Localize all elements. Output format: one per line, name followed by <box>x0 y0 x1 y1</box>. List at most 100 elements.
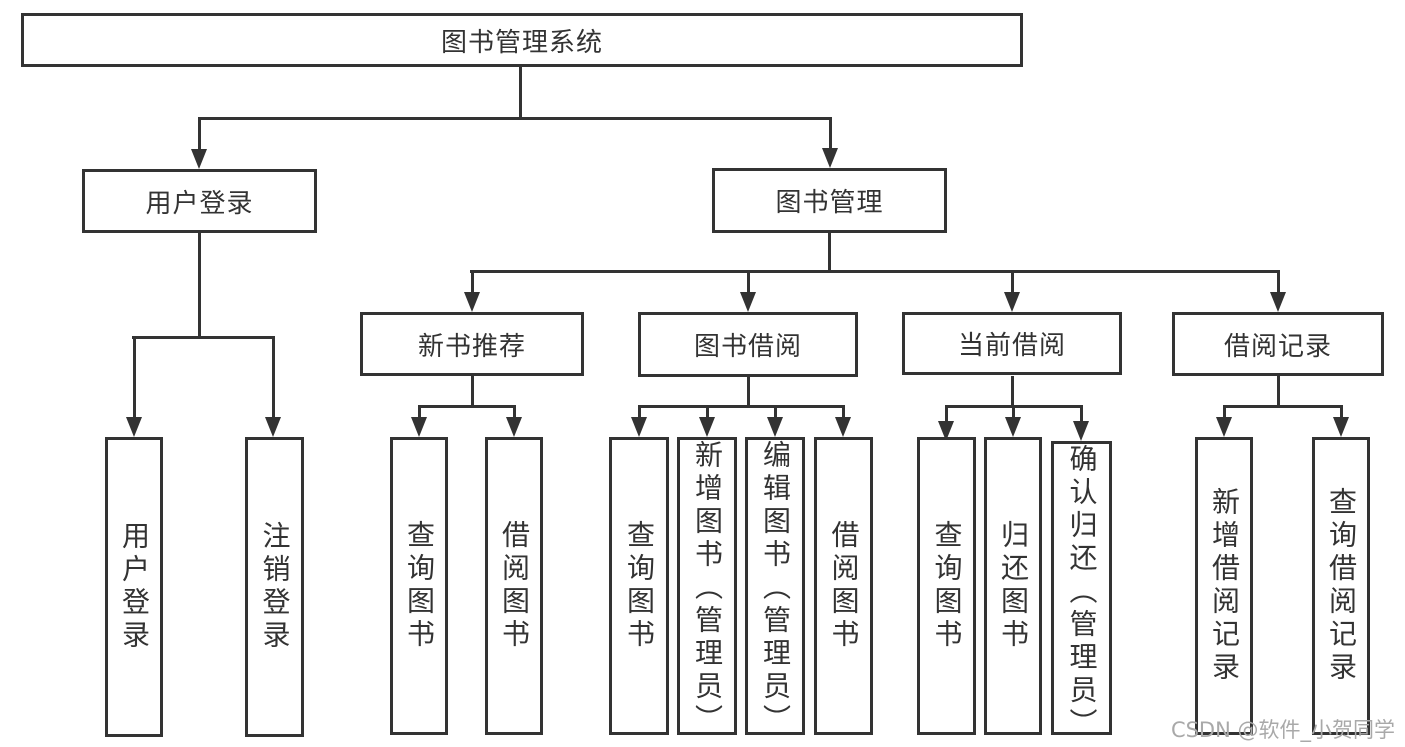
arrow-shaft <box>1079 407 1083 423</box>
node-label-leaf-add-borrow-record: 新增借阅记录 <box>1208 487 1241 685</box>
arrowhead-icon <box>506 417 522 437</box>
arrow-down <box>1270 272 1286 312</box>
node-leaf-query-book-rec: 查询图书 <box>390 437 448 735</box>
arrowhead-icon <box>740 292 756 312</box>
arrowhead-icon <box>265 417 281 437</box>
connector-line <box>418 405 516 408</box>
arrowhead-icon <box>1004 292 1020 312</box>
arrow-shaft <box>470 272 474 294</box>
node-leaf-add-borrow-record: 新增借阅记录 <box>1195 437 1253 735</box>
node-leaf-query-book-borrow: 查询图书 <box>609 437 669 735</box>
node-new-book-rec: 新书推荐 <box>360 312 584 376</box>
connector-line <box>747 376 750 408</box>
node-leaf-edit-book: 编辑图书（管理员） <box>745 437 805 737</box>
arrow-down <box>835 407 851 437</box>
connector-line <box>1277 376 1280 408</box>
node-leaf-borrow-book-rec: 借阅图书 <box>485 437 543 735</box>
node-label-book-borrow: 图书借阅 <box>693 332 802 362</box>
node-label-leaf-confirm-return: 确认归还（管理员） <box>1065 444 1099 741</box>
arrowhead-icon <box>699 417 715 437</box>
arrow-down <box>126 338 142 437</box>
node-leaf-logout: 注销登录 <box>245 437 304 737</box>
arrow-shaft <box>132 338 136 419</box>
arrow-shaft <box>637 407 641 419</box>
node-leaf-return-book: 归还图书 <box>984 437 1042 735</box>
connector-line <box>638 405 845 408</box>
node-label-leaf-logout: 注销登录 <box>258 521 292 653</box>
node-user-login: 用户登录 <box>82 169 317 233</box>
arrow-shaft <box>828 119 832 150</box>
node-label-leaf-query-borrow-record: 查询借阅记录 <box>1325 487 1358 685</box>
arrowhead-icon <box>1073 421 1089 441</box>
arrowhead-icon <box>1005 417 1021 437</box>
arrowhead-icon <box>464 292 480 312</box>
connector-line <box>198 233 201 339</box>
connector-line <box>471 376 474 408</box>
arrow-shaft <box>271 338 275 419</box>
node-leaf-user-login: 用户登录 <box>105 437 163 737</box>
node-label-leaf-query-book-cur: 查询图书 <box>930 520 964 652</box>
node-leaf-add-book: 新增图书（管理员） <box>677 437 737 737</box>
node-label-leaf-query-book-borrow: 查询图书 <box>623 520 656 652</box>
node-label-leaf-query-book-rec: 查询图书 <box>403 520 436 652</box>
arrow-shaft <box>1010 272 1014 294</box>
connector-line <box>470 270 1280 273</box>
arrow-shaft <box>197 119 201 151</box>
node-label-book-mgmt: 图书管理 <box>775 188 884 218</box>
arrow-down <box>191 119 207 169</box>
arrowhead-icon <box>126 417 142 437</box>
connector-line <box>198 117 832 120</box>
arrow-shaft <box>841 407 845 419</box>
arrow-down <box>1073 407 1089 441</box>
node-label-current-borrow: 当前借阅 <box>957 331 1066 361</box>
arrow-down <box>699 407 715 437</box>
connector-line <box>828 233 831 273</box>
arrowhead-icon <box>631 417 647 437</box>
node-label-leaf-add-book: 新增图书（管理员） <box>691 440 724 737</box>
arrow-down <box>740 272 756 312</box>
arrow-shaft <box>944 407 948 423</box>
arrow-shaft <box>512 407 516 419</box>
arrowhead-icon <box>1270 292 1286 312</box>
node-label-user-login: 用户登录 <box>145 188 254 219</box>
arrow-down <box>265 338 281 437</box>
connector-line <box>945 405 1083 408</box>
node-borrow-records: 借阅记录 <box>1172 312 1384 376</box>
arrowhead-icon <box>822 148 838 168</box>
node-root: 图书管理系统 <box>21 13 1023 67</box>
node-leaf-borrow-book: 借阅图书 <box>814 437 873 735</box>
arrowhead-icon <box>767 417 783 437</box>
arrow-down <box>1333 407 1349 437</box>
node-label-leaf-borrow-book-rec: 借阅图书 <box>498 520 531 652</box>
arrow-shaft <box>746 272 750 294</box>
node-label-leaf-edit-book: 编辑图书（管理员） <box>759 440 792 737</box>
node-leaf-query-book-cur: 查询图书 <box>917 437 976 735</box>
arrow-shaft <box>417 407 421 419</box>
arrow-down <box>938 407 954 441</box>
node-label-leaf-user-login: 用户登录 <box>118 521 151 653</box>
arrow-down <box>767 407 783 437</box>
arrowhead-icon <box>835 417 851 437</box>
connector-line <box>1011 376 1014 408</box>
arrow-shaft <box>773 407 777 419</box>
arrowhead-icon <box>411 417 427 437</box>
node-book-borrow: 图书借阅 <box>638 312 858 377</box>
node-label-leaf-borrow-book: 借阅图书 <box>827 520 861 652</box>
arrow-shaft <box>705 407 709 419</box>
arrow-shaft <box>1222 407 1226 419</box>
arrow-shaft <box>1011 407 1015 419</box>
node-label-new-book-rec: 新书推荐 <box>417 331 526 362</box>
arrow-down <box>411 407 427 437</box>
node-label-borrow-records: 借阅记录 <box>1223 331 1332 362</box>
arrowhead-icon <box>1333 417 1349 437</box>
arrow-down <box>1005 407 1021 437</box>
node-book-mgmt: 图书管理 <box>712 168 947 233</box>
arrowhead-icon <box>1216 417 1232 437</box>
node-current-borrow: 当前借阅 <box>902 312 1122 375</box>
arrow-shaft <box>1339 407 1343 419</box>
arrow-down <box>1004 272 1020 312</box>
connector-line <box>132 336 275 339</box>
arrow-down <box>822 119 838 168</box>
connector-line <box>1223 405 1343 408</box>
